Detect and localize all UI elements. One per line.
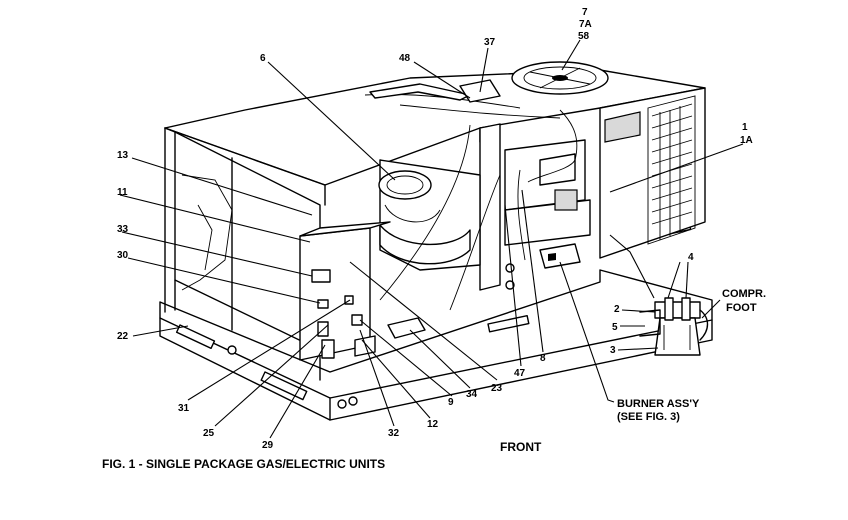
front-label: FRONT: [500, 440, 542, 454]
callout-32: 32: [388, 428, 400, 439]
compressor-foot-label-2: FOOT: [726, 302, 757, 314]
callout-7: 7: [582, 7, 588, 18]
callout-47: 47: [514, 368, 526, 379]
figure-caption: FIG. 1 - SINGLE PACKAGE GAS/ELECTRIC UNI…: [102, 457, 385, 471]
callout-58: 58: [578, 31, 590, 42]
detail-callout-2: 2: [614, 304, 620, 315]
leader-lines: [119, 39, 744, 439]
burner-assembly-label: BURNER ASS'Y: [617, 398, 700, 410]
detail-callout-4: 4: [688, 252, 694, 263]
compressor-foot-label-1: COMPR.: [722, 288, 766, 300]
callout-22: 22: [117, 331, 129, 342]
callout-12: 12: [427, 419, 439, 430]
evaporator-blower: [378, 170, 432, 200]
callout-8: 8: [540, 353, 546, 364]
callout-9: 9: [448, 397, 454, 408]
detail-callout-5: 5: [612, 322, 618, 333]
callout-30: 30: [117, 250, 129, 261]
callout-31: 31: [178, 403, 190, 414]
callout-1: 1: [742, 122, 748, 133]
callout-7a: 7A: [579, 19, 592, 30]
compressor-foot-detail: [639, 297, 709, 356]
callout-23: 23: [491, 383, 503, 394]
detail-callout-3: 3: [610, 345, 616, 356]
callout-48: 48: [399, 53, 411, 64]
callout-13: 13: [117, 150, 129, 161]
callout-33: 33: [117, 224, 129, 235]
callout-1a: 1A: [740, 135, 753, 146]
callout-11: 11: [117, 187, 128, 198]
callout-25: 25: [203, 428, 215, 439]
callout-37: 37: [484, 37, 496, 48]
callout-34: 34: [466, 389, 478, 400]
callout-29: 29: [262, 440, 274, 451]
callout-6: 6: [260, 53, 266, 64]
burner-assembly: [539, 243, 581, 269]
unit-cabinet: [159, 61, 713, 421]
burner-assembly-ref: (SEE FIG. 3): [617, 411, 680, 423]
